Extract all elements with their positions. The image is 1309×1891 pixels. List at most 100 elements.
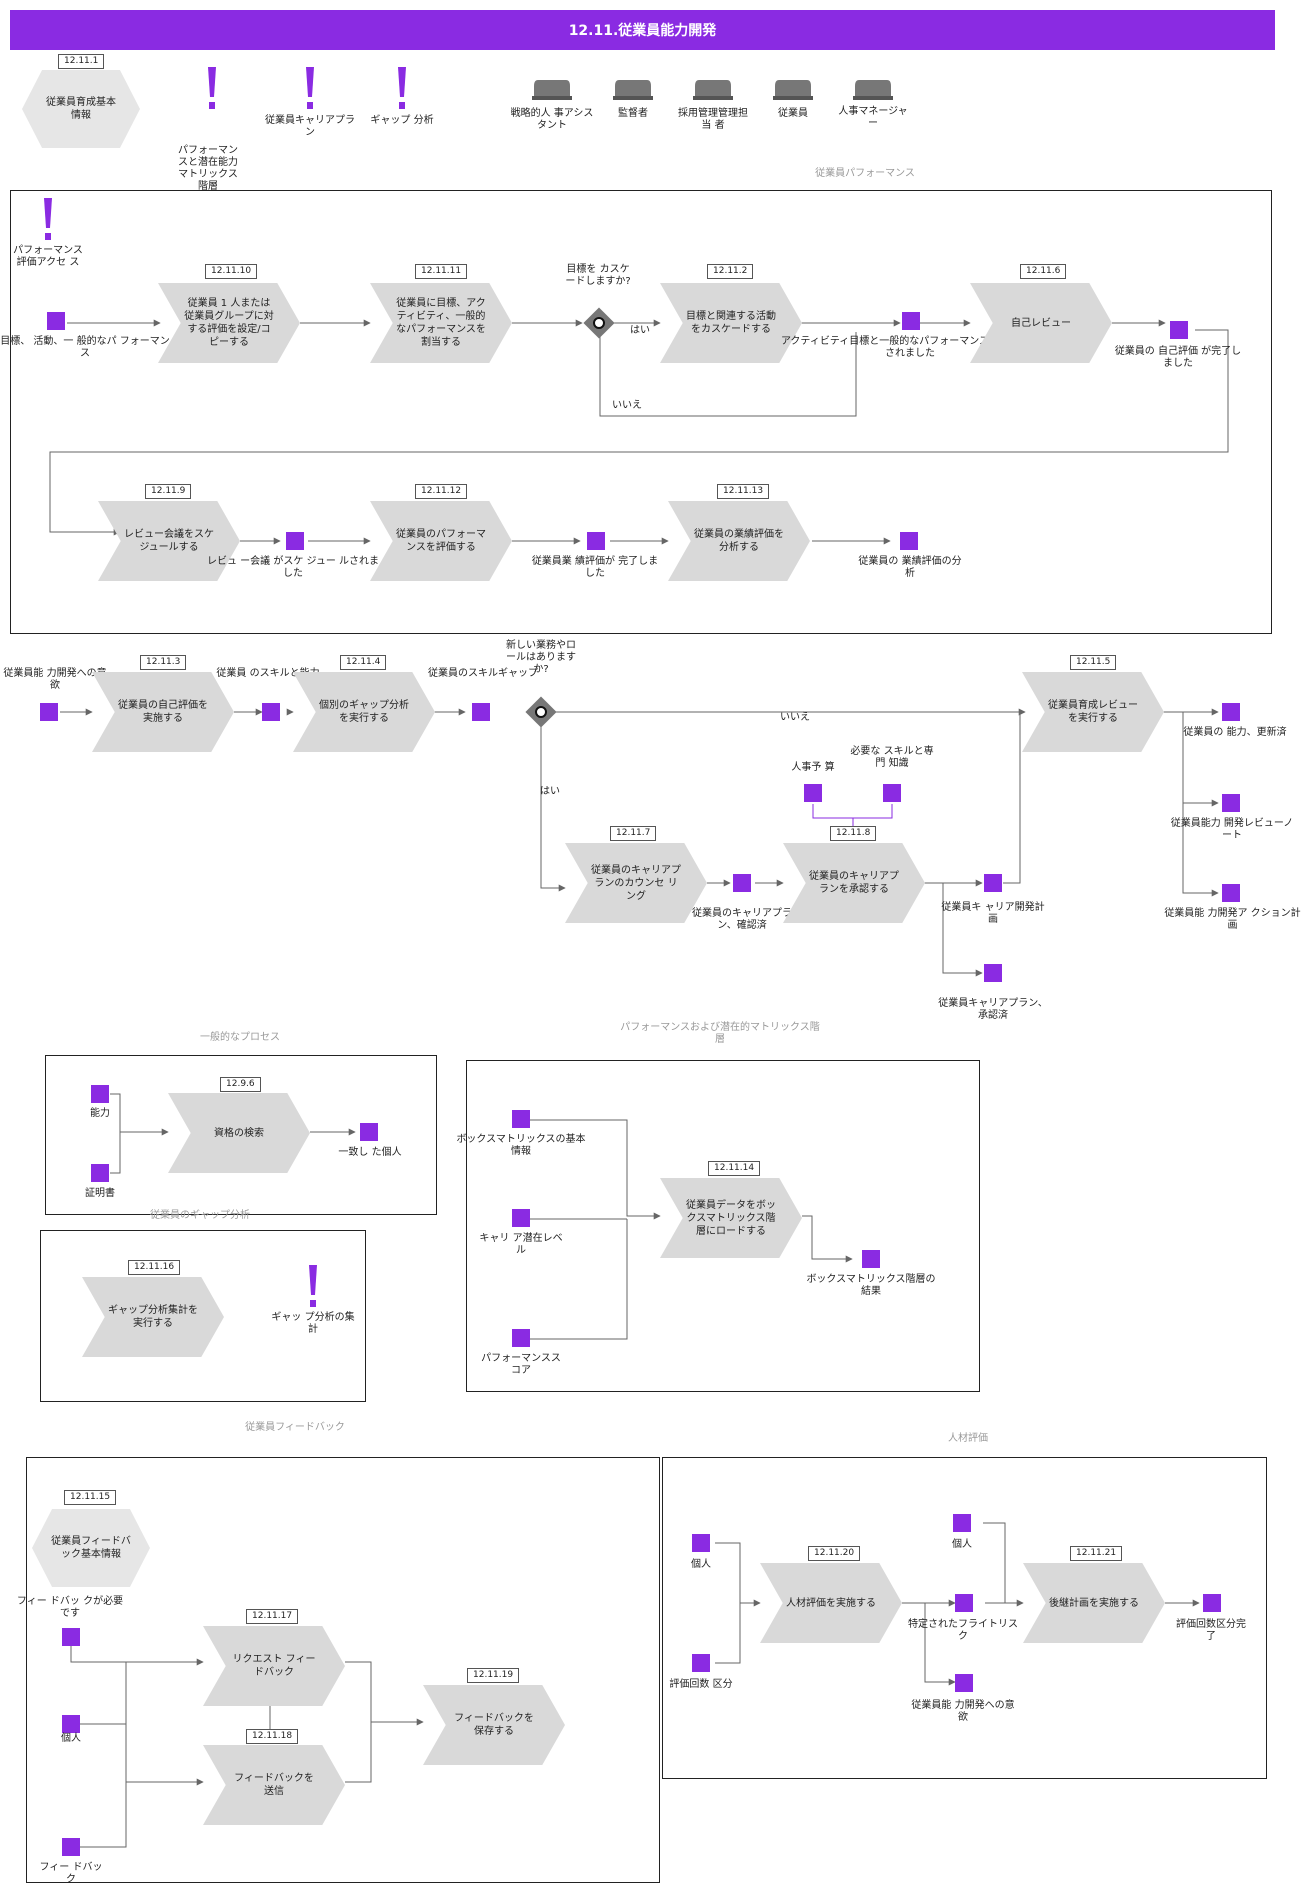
exclamation-icon xyxy=(306,67,314,109)
function-id: 12.11.8 xyxy=(830,826,877,841)
function-evaluate-performance[interactable]: 従業員のパフォーマンスを評価する xyxy=(370,501,512,581)
function-career-counseling[interactable]: 従業員のキャリアプランのカウンセ リング xyxy=(565,843,707,923)
function-load-box-matrix[interactable]: 従業員データをボックスマトリックス階層にロードする xyxy=(660,1178,802,1258)
function-id: 12.11.12 xyxy=(415,484,468,499)
function-succession-plan[interactable]: 後継計画を実施する xyxy=(1023,1563,1165,1643)
function-id: 12.11.13 xyxy=(717,484,770,499)
event-development-motivation-2[interactable] xyxy=(955,1674,973,1692)
event-action-plan[interactable] xyxy=(1222,884,1240,902)
input-career-potential[interactable] xyxy=(512,1209,530,1227)
employee-development-info[interactable]: 従業員育成基本 情報 xyxy=(22,70,140,148)
event-performance-matrix: パフォーマンスと潜在能力マトリックス階層 xyxy=(178,145,238,192)
event-skill-gap[interactable] xyxy=(472,703,490,721)
input-certificate[interactable] xyxy=(91,1164,109,1182)
info-id: 12.11.1 xyxy=(58,54,105,69)
function-id: 12.11.5 xyxy=(1070,655,1117,670)
input-individual-label: 個人 xyxy=(61,1733,81,1744)
event-skills-label: 従業員 のスキルと能力 xyxy=(216,668,320,679)
input-box-matrix-info[interactable] xyxy=(512,1110,530,1128)
function-development-review[interactable]: 従業員育成レビューを実行する xyxy=(1022,672,1164,752)
event-skills-updated[interactable] xyxy=(1222,703,1240,721)
event-career-approved-label: 従業員キャリアプラン、承認済 xyxy=(938,998,1048,1021)
input-required-skills[interactable] xyxy=(883,784,901,802)
event-career-development-plan[interactable] xyxy=(984,874,1002,892)
event-box-matrix-result[interactable] xyxy=(862,1250,880,1268)
event-career-plan-confirmed-label: 従業員のキャリアプラン、確認済 xyxy=(692,908,792,931)
input-individual-2[interactable] xyxy=(953,1514,971,1532)
function-self-review[interactable]: 自己レビュー xyxy=(970,283,1112,363)
role-icon xyxy=(693,80,733,100)
function-id: 12.9.6 xyxy=(220,1077,261,1092)
event-review-notes-label: 従業員能力 開発レビューノート xyxy=(1170,818,1294,841)
exclamation-icon xyxy=(398,67,406,109)
event-career-plan: 従業員キャリアプラン xyxy=(265,115,355,138)
function-send-feedback[interactable]: フィードバックを 送信 xyxy=(203,1745,345,1825)
event-goals-created[interactable] xyxy=(902,312,920,330)
event-matching-individual-label: 一致し た個人 xyxy=(338,1147,402,1158)
function-id: 12.11.6 xyxy=(1020,264,1067,279)
event-skills-updated-label: 従業員の 能力、更新済 xyxy=(1183,727,1287,738)
event-matching-individual[interactable] xyxy=(360,1123,378,1141)
feedback-info[interactable]: 従業員フィードバック基本情報 xyxy=(32,1509,150,1587)
event-self-review-done[interactable] xyxy=(1170,321,1188,339)
function-id: 12.11.21 xyxy=(1070,1546,1123,1561)
function-assign-goals[interactable]: 従業員に目標、アクティビティ、一般的なパフォーマンスを割当する xyxy=(370,283,512,363)
event-career-approved[interactable] xyxy=(984,964,1002,982)
event-development-motivation[interactable] xyxy=(40,703,58,721)
branch-no: いいえ xyxy=(780,712,810,723)
function-schedule-review[interactable]: レビュー会議をスケジュールする xyxy=(98,501,240,581)
role-icon xyxy=(773,80,813,100)
input-individual[interactable] xyxy=(692,1534,710,1552)
input-evaluation-category[interactable] xyxy=(692,1654,710,1672)
function-gap-aggregate[interactable]: ギャップ分析集計を実行する xyxy=(82,1277,224,1357)
function-id: 12.11.11 xyxy=(415,264,468,279)
function-gap-analysis[interactable]: 個別のギャップ分析を実行する xyxy=(293,672,435,752)
role-icon xyxy=(853,80,893,100)
function-id: 12.11.10 xyxy=(205,264,258,279)
event-career-plan-confirmed[interactable] xyxy=(733,874,751,892)
function-self-assessment[interactable]: 従業員の自己評価を実施する xyxy=(92,672,234,752)
input-individual[interactable] xyxy=(62,1715,80,1733)
role-icon xyxy=(613,80,653,100)
input-hr-budget-label: 人事予 算 xyxy=(791,762,835,773)
function-analyze-evaluation[interactable]: 従業員の業績評価を分析する xyxy=(668,501,810,581)
function-cascade-activities[interactable]: 目標と関連する活動をカスケードする xyxy=(660,283,802,363)
branch-no: いいえ xyxy=(612,400,642,411)
function-set-evaluation[interactable]: 従業員 1 人または従業員グループに対する評価を設定/コピーする xyxy=(158,283,300,363)
hex-id: 12.11.15 xyxy=(64,1490,117,1505)
function-request-feedback[interactable]: リクエスト フィードバック xyxy=(203,1626,345,1706)
page-title: 12.11.従業員能力開発 xyxy=(10,10,1275,50)
event-gap-aggregate-label: ギャッ プ分析の集計 xyxy=(271,1312,355,1335)
function-search-qualification[interactable]: 資格の検索 xyxy=(168,1093,310,1173)
function-talent-evaluation[interactable]: 人材評価を実施する xyxy=(760,1563,902,1643)
input-box-matrix-info-label: ボックスマトリックスの基本情報 xyxy=(456,1134,586,1157)
event-evaluation-analysis[interactable] xyxy=(900,532,918,550)
panel-overflow-label: 人材評価 xyxy=(948,1433,988,1444)
function-id: 12.11.17 xyxy=(246,1609,299,1624)
input-feedback[interactable] xyxy=(62,1838,80,1856)
event-evaluation-complete[interactable] xyxy=(1203,1594,1221,1612)
function-approve-career[interactable]: 従業員のキャリアプランを承認する xyxy=(783,843,925,923)
function-id: 12.11.9 xyxy=(145,484,192,499)
event-review-scheduled[interactable] xyxy=(286,532,304,550)
role-employee: 従業員 xyxy=(778,108,808,119)
panel-overflow-label: 従業員パフォーマンス xyxy=(815,168,915,179)
event-skills[interactable] xyxy=(262,703,280,721)
event-start-goals[interactable] xyxy=(47,312,65,330)
input-performance-score[interactable] xyxy=(512,1329,530,1347)
function-id: 12.11.3 xyxy=(140,655,187,670)
event-evaluation-done[interactable] xyxy=(587,532,605,550)
event-feedback-needed[interactable] xyxy=(62,1628,80,1646)
function-save-feedback[interactable]: フィードバックを 保存する xyxy=(423,1685,565,1765)
function-id: 12.11.19 xyxy=(467,1668,520,1683)
input-capability[interactable] xyxy=(91,1085,109,1103)
event-action-plan-label: 従業員能 力開発ア クション計画 xyxy=(1164,908,1301,931)
panel-feedback xyxy=(26,1457,660,1883)
event-flight-risk[interactable] xyxy=(955,1594,973,1612)
input-hr-budget[interactable] xyxy=(804,784,822,802)
event-review-notes[interactable] xyxy=(1222,794,1240,812)
event-career-development-plan-label: 従業員キ ャリア開発計画 xyxy=(941,902,1045,925)
gateway-cascade-label: 目標を カスケードしますか? xyxy=(565,264,631,287)
function-id: 12.11.16 xyxy=(128,1260,181,1275)
function-id: 12.11.14 xyxy=(708,1161,761,1176)
